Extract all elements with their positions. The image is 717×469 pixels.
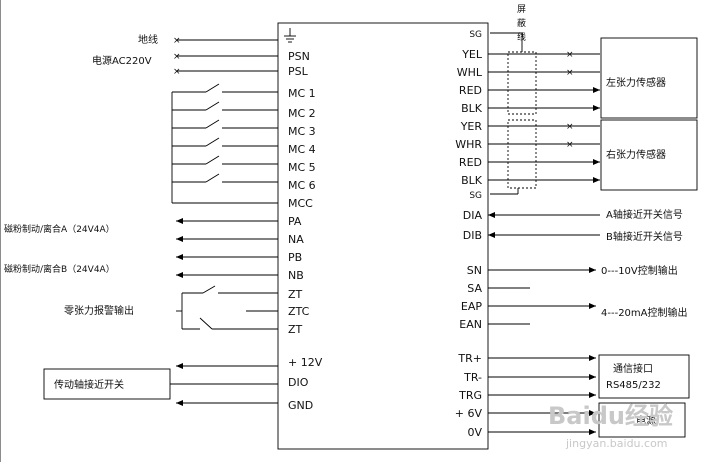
left-pin-label: MC 3 bbox=[288, 125, 316, 138]
left-pin-label: PSN bbox=[288, 50, 310, 63]
shield-box-bottom bbox=[507, 119, 537, 189]
baidu-watermark: Baidu经验 jingyan.baidu.com bbox=[548, 402, 673, 450]
right-tension-sensor-box bbox=[600, 119, 698, 191]
svg-text:×: × bbox=[173, 52, 181, 62]
right-pin-label: TR+ bbox=[457, 352, 482, 365]
left-pin-label: MC 2 bbox=[288, 107, 316, 120]
mc-switch bbox=[172, 83, 278, 93]
mc-switch bbox=[172, 155, 278, 165]
shield-box-top bbox=[507, 51, 537, 115]
right-pin-label: DIA bbox=[463, 209, 483, 222]
zero-tension-alarm-label: 零张力报警输出 bbox=[64, 304, 134, 317]
left-tension-sensor-label: 左张力传感器 bbox=[606, 76, 666, 89]
left-pin-label: ZTC bbox=[288, 305, 310, 318]
power-box bbox=[598, 402, 686, 438]
left-pin-label: NA bbox=[288, 233, 304, 246]
right-pin-label: RED bbox=[459, 84, 482, 97]
shield-label-1: 屏 bbox=[517, 4, 526, 15]
right-pin-label: SA bbox=[467, 282, 482, 295]
mc-switch bbox=[172, 119, 278, 129]
right-pin-label: YER bbox=[460, 120, 483, 133]
watermark-url: jingyan.baidu.com bbox=[565, 437, 668, 450]
b-axis-signal-label: B轴接近开关信号 bbox=[606, 230, 683, 243]
current-output-label: 4---20mA控制输出 bbox=[601, 306, 688, 319]
power-label: 电源AC220V bbox=[92, 54, 152, 67]
mc-switch bbox=[172, 173, 278, 183]
right-pin-label: SN bbox=[467, 264, 482, 277]
left-pin-labels: PSN PSL MC 1 MC 2 MC 3 MC 4 MC 5 MC 6 MCC PA NA PB N… bbox=[288, 50, 323, 412]
svg-text:×: × bbox=[173, 36, 181, 46]
right-pin-labels: SG YEL WHL RED BLK YER WHR RED BLK SG DIA DIB SN SA EA… bbox=[455, 30, 483, 439]
right-pin-label: RED bbox=[459, 156, 482, 169]
right-wiring: × × × × bbox=[488, 32, 600, 435]
right-pin-label: WHR bbox=[455, 138, 482, 151]
mc-switch bbox=[172, 137, 278, 147]
drive-shaft-switch-label: 传动轴接近开关 bbox=[54, 378, 124, 391]
power-box-label: 电源 bbox=[636, 414, 656, 427]
shield-label-3: 线 bbox=[517, 31, 526, 43]
comm-interface-subtitle: RS485/232 bbox=[606, 380, 661, 391]
brake-b-label: 磁粉制动/离合B（24V4A） bbox=[4, 263, 115, 275]
left-pin-label: PB bbox=[288, 251, 302, 264]
mc-switch bbox=[172, 101, 278, 111]
left-pin-label: MC 6 bbox=[288, 179, 316, 192]
comm-interface-box bbox=[598, 354, 690, 399]
left-pin-label: MC 5 bbox=[288, 161, 316, 174]
right-pin-label: BLK bbox=[461, 174, 483, 187]
svg-text:×: × bbox=[566, 68, 574, 78]
left-pin-label: PA bbox=[288, 215, 302, 228]
left-pin-label: MC 1 bbox=[288, 87, 316, 100]
comm-interface-title: 通信接口 bbox=[613, 362, 653, 375]
left-pin-label: GND bbox=[288, 399, 313, 412]
right-pin-label: SG bbox=[469, 30, 482, 40]
right-pin-label: EAN bbox=[459, 318, 482, 331]
input-terminal-markers: × × × bbox=[173, 36, 181, 77]
right-pin-label: YEL bbox=[461, 48, 483, 61]
right-pin-label: TR- bbox=[463, 371, 482, 384]
left-pin-label: DIO bbox=[288, 376, 309, 389]
left-pin-label: PSL bbox=[288, 65, 309, 78]
svg-text:×: × bbox=[173, 67, 181, 77]
a-axis-signal-label: A轴接近开关信号 bbox=[606, 208, 683, 221]
left-pin-label: NB bbox=[288, 269, 304, 282]
svg-text:×: × bbox=[566, 50, 574, 60]
brake-a-label: 磁粉制动/离合A（24V4A） bbox=[4, 223, 115, 235]
shield-label-2: 蔽 bbox=[517, 17, 526, 29]
right-pin-label: 0V bbox=[467, 426, 482, 439]
left-wiring bbox=[43, 39, 278, 406]
left-pin-label: + 12V bbox=[288, 356, 323, 369]
ground-icon bbox=[284, 28, 296, 43]
ground-label: 地线 bbox=[138, 33, 158, 46]
right-pin-label: WHL bbox=[457, 66, 483, 79]
right-pin-label: EAP bbox=[461, 300, 482, 313]
right-pin-label: DIB bbox=[463, 229, 482, 242]
right-pin-label: SG bbox=[469, 191, 482, 201]
right-tension-sensor-label: 右张力传感器 bbox=[606, 148, 666, 161]
watermark-brand: Baidu经验 bbox=[548, 402, 673, 430]
svg-text:×: × bbox=[566, 140, 574, 150]
right-pin-label: TRG bbox=[458, 389, 482, 402]
left-pin-label: MCC bbox=[288, 197, 313, 210]
left-pin-label: ZT bbox=[288, 288, 303, 301]
left-pin-label: MC 4 bbox=[288, 143, 316, 156]
voltage-output-label: 0---10V控制输出 bbox=[601, 264, 678, 277]
left-tension-sensor-box bbox=[600, 37, 698, 119]
right-pin-label: + 6V bbox=[455, 407, 483, 420]
right-pin-label: BLK bbox=[461, 102, 483, 115]
left-pin-label: ZT bbox=[288, 323, 303, 336]
svg-text:×: × bbox=[566, 122, 574, 132]
